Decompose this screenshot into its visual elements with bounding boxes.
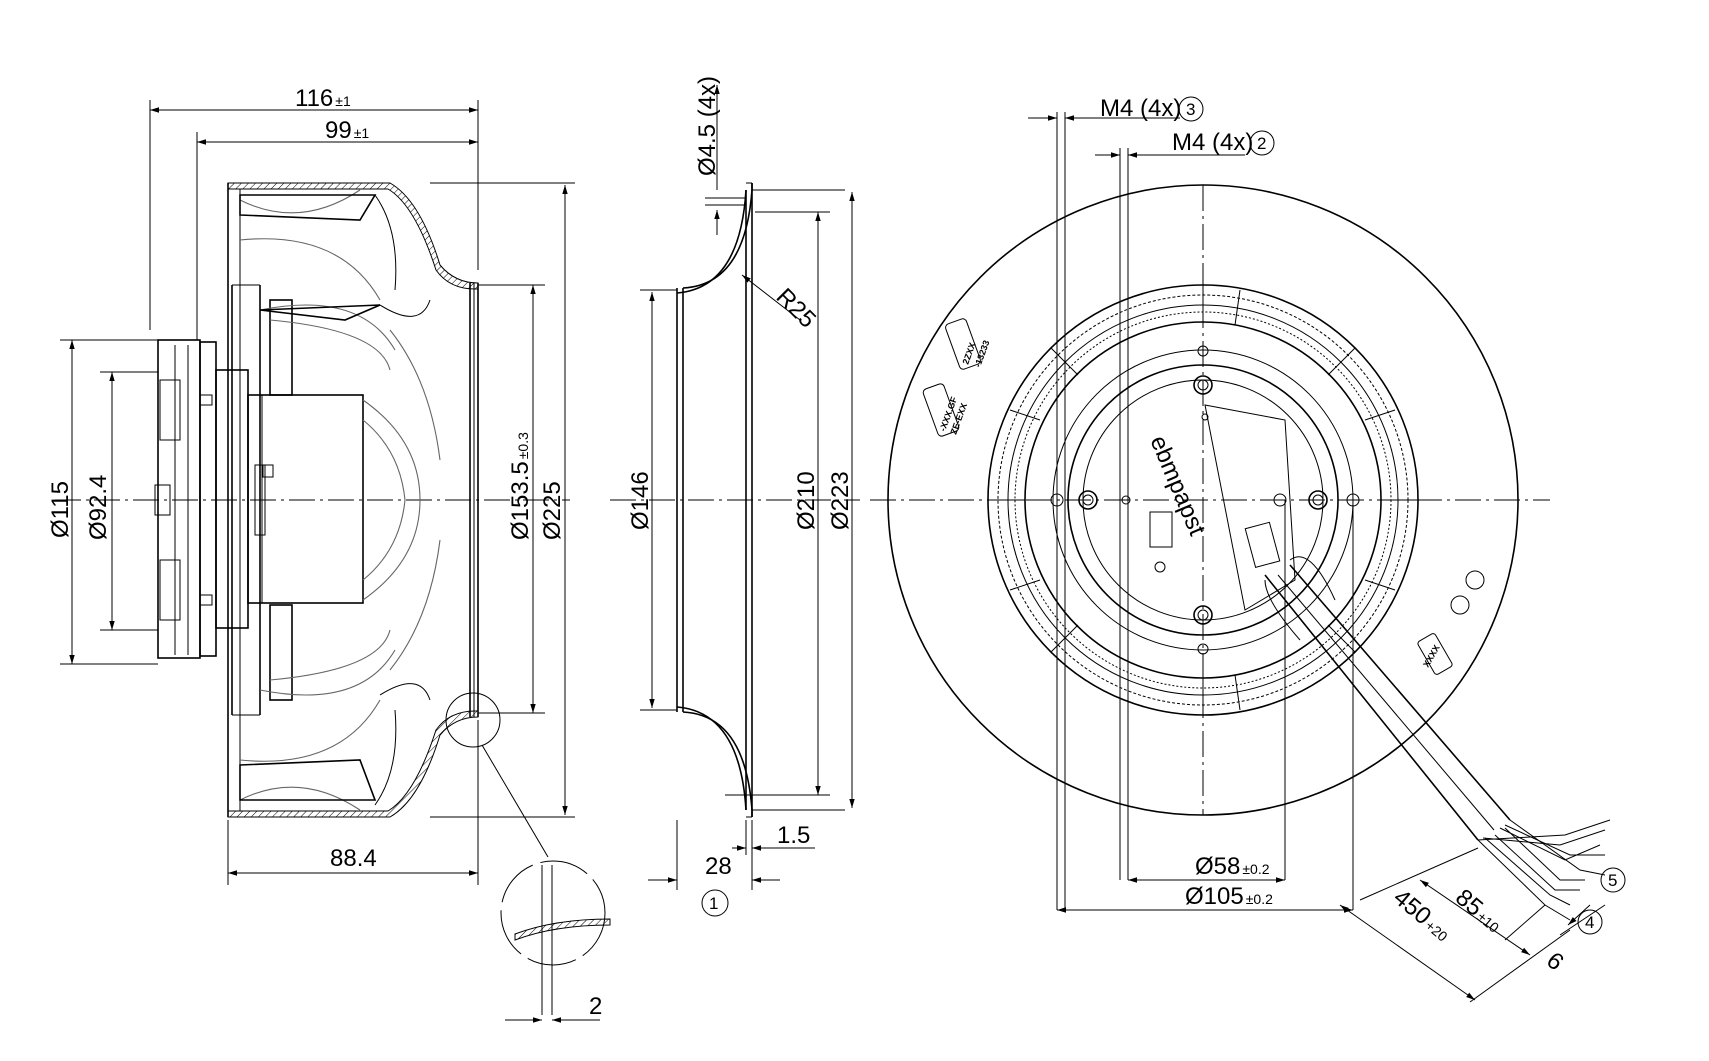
dim-r25: R25 bbox=[771, 283, 821, 333]
brand-logo: ebmpapst bbox=[1144, 432, 1210, 540]
dim-dia-210: Ø210 bbox=[793, 471, 820, 530]
nozzle-view: Ø4.5 (4x) R25 Ø146 Ø210 Ø223 1.5 28 1 bbox=[610, 76, 860, 917]
dim-dia-105: Ø105±0.2 bbox=[1185, 883, 1273, 910]
dim-m4-2: M4 (4x) bbox=[1172, 129, 1253, 156]
dim-88-4: 88.4 bbox=[330, 845, 377, 872]
callout-5: 5 bbox=[1608, 871, 1617, 890]
dim-dia-146: Ø146 bbox=[627, 471, 654, 530]
m4-screws bbox=[1050, 345, 1360, 655]
dim-28: 28 bbox=[705, 853, 732, 880]
callout-1: 1 bbox=[709, 894, 718, 913]
dim-hole-4-5: Ø4.5 (4x) bbox=[694, 76, 721, 176]
callout-3: 3 bbox=[1186, 100, 1195, 119]
dim-cable-450: 450+20 bbox=[1388, 884, 1456, 947]
dim-116: 116±1 bbox=[295, 85, 351, 112]
dim-99: 99±1 bbox=[325, 117, 369, 144]
dim-strip-85: 85±10 bbox=[1450, 884, 1507, 938]
dim-dia-225: Ø225 bbox=[539, 481, 566, 540]
dim-dia-153: Ø153.5±0.3 bbox=[507, 432, 534, 540]
dim-detail-2: 2 bbox=[589, 993, 602, 1020]
dim-m4-3: M4 (4x) bbox=[1100, 95, 1181, 122]
dim-1-5: 1.5 bbox=[777, 822, 810, 849]
dim-dia-115: Ø115 bbox=[47, 481, 74, 538]
cable-wires bbox=[1477, 819, 1611, 921]
dim-dia-58: Ø58±0.2 bbox=[1195, 853, 1270, 880]
dim-strip-6: 6 bbox=[1541, 947, 1569, 976]
front-view: ebmpapst 2ZXX -13233 -XXX.GF ZE-EXX XXXX bbox=[870, 95, 1626, 1003]
dim-dia-92: Ø92.4 bbox=[85, 475, 112, 540]
side-view: 116±1 99±1 88.4 Ø115 Ø92.4 Ø153.5±0.3 Ø2… bbox=[47, 85, 611, 1023]
dim-dia-223: Ø223 bbox=[827, 471, 854, 530]
label-a2: -13233 bbox=[972, 339, 991, 369]
callout-4: 4 bbox=[1585, 913, 1594, 932]
callout-2: 2 bbox=[1257, 134, 1266, 153]
